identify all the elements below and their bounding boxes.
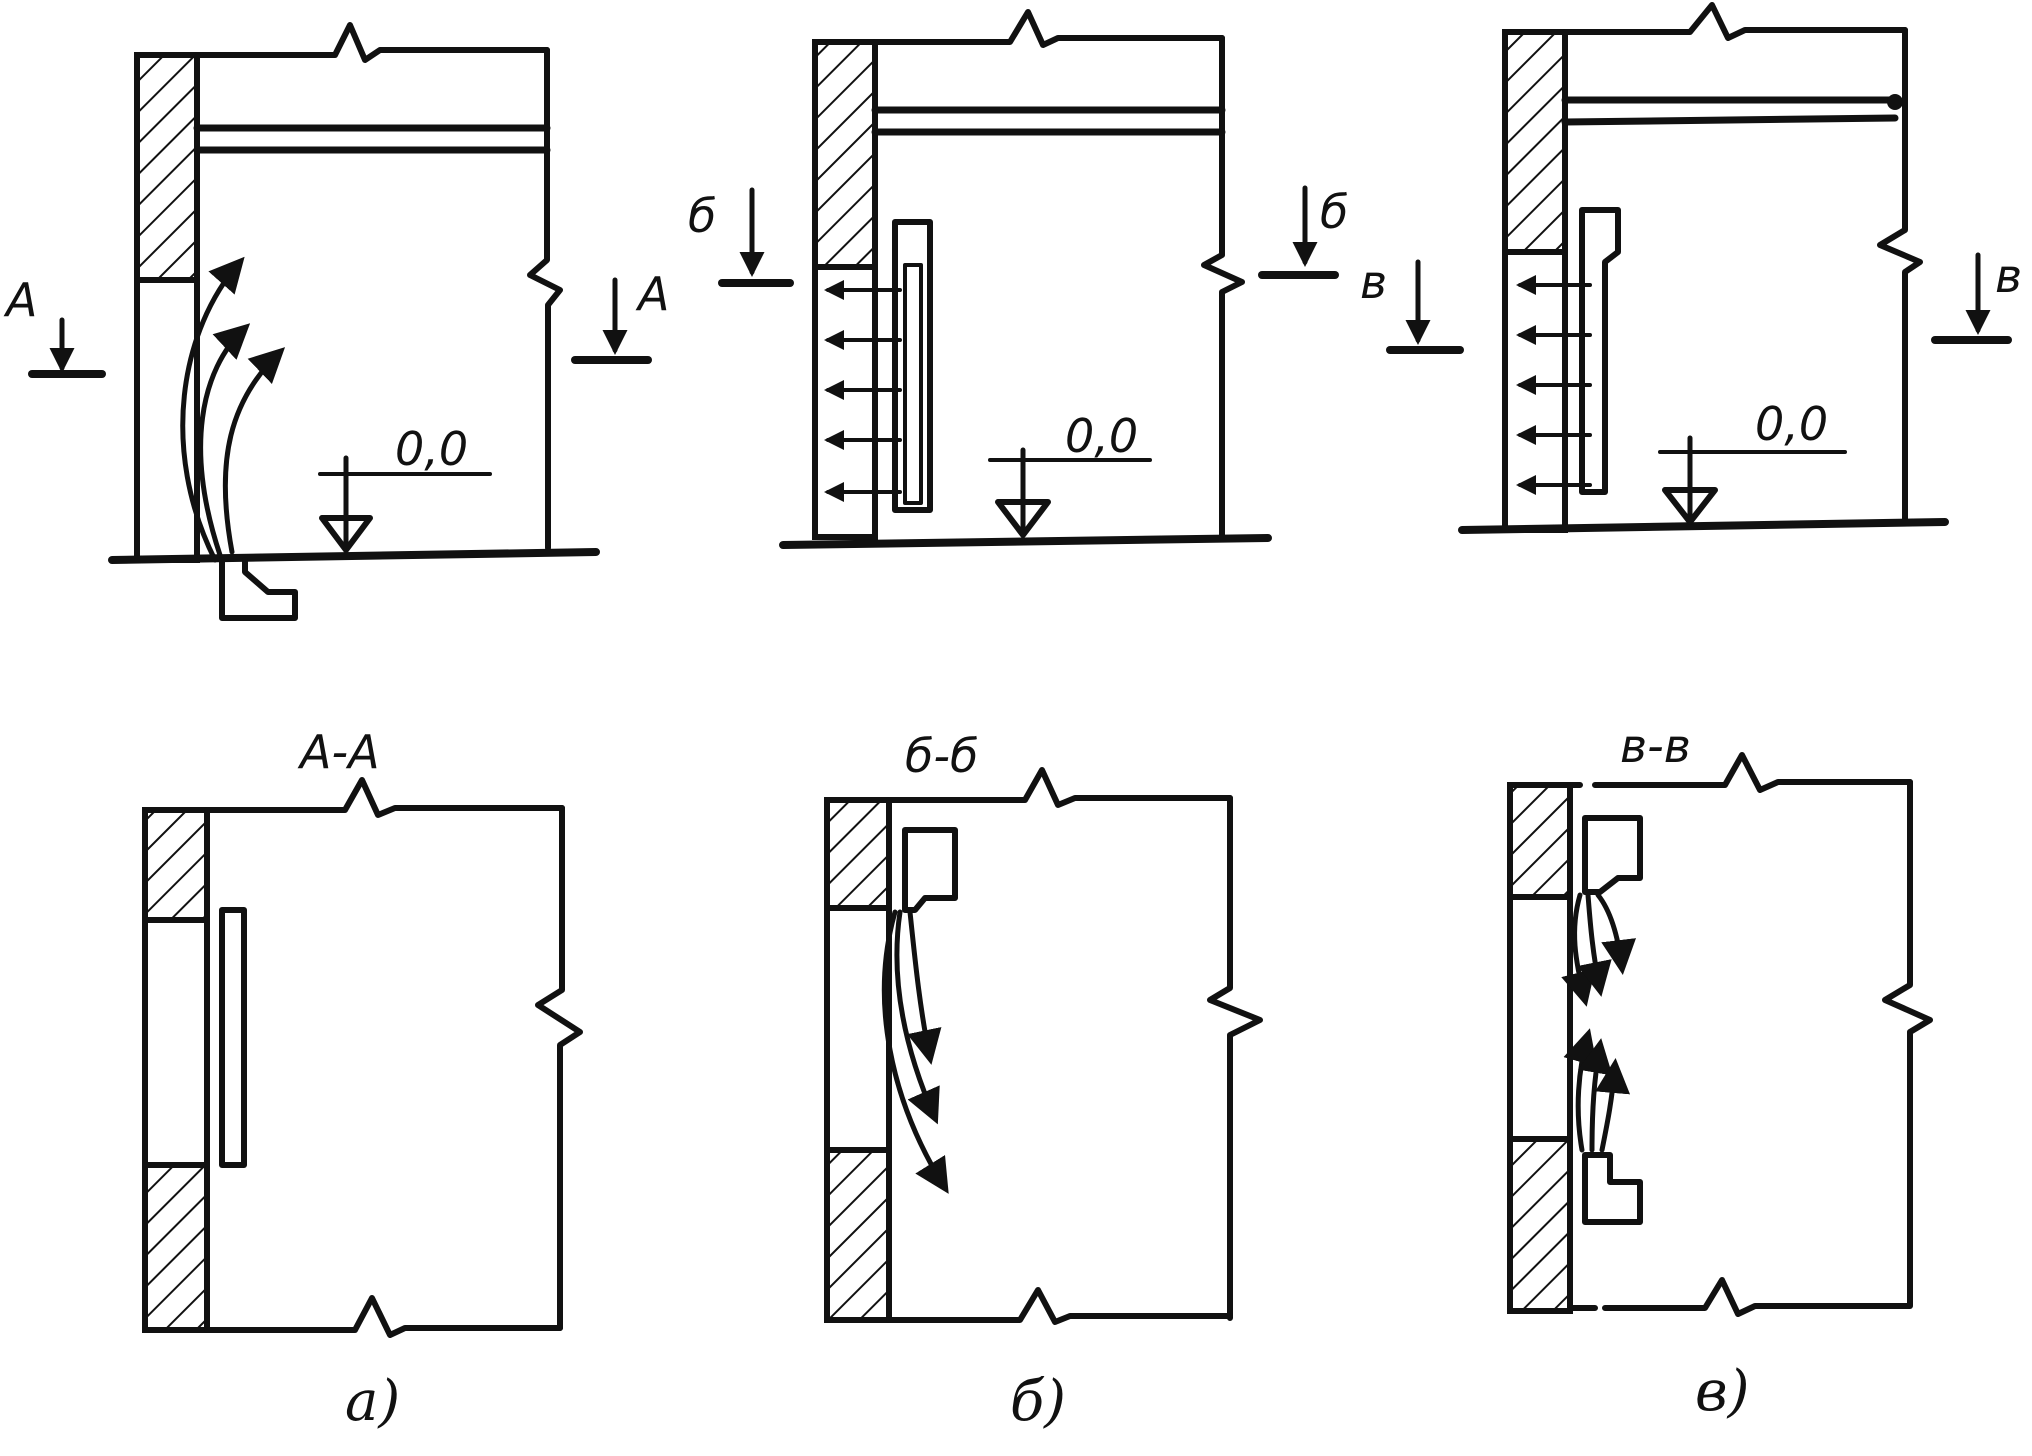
panel-v-level-label: 0,0 — [1755, 397, 1828, 451]
wall-hatch — [1502, 29, 1568, 255]
panel-v-cut-mark-right: в — [1995, 249, 2022, 303]
window-opening — [824, 905, 892, 1153]
panel-v-caption: в) — [1695, 1359, 1749, 1424]
panel-b-section — [824, 767, 1263, 1325]
window-opening — [134, 277, 200, 563]
panel-b-cut-mark-left: б — [688, 189, 716, 243]
panel-a-level-label: 0,0 — [395, 422, 468, 476]
wall-hatch — [134, 52, 200, 283]
panel-v-elevation — [1386, 2, 2012, 534]
panel-a-section-title: А-А — [297, 725, 380, 779]
panel-v-section — [1507, 752, 1933, 1317]
wall-hatch — [1507, 1136, 1573, 1314]
panel-a-cut-mark-left: А — [3, 273, 37, 327]
wall-hatch — [1507, 782, 1573, 900]
panel-b-cut-mark-right: б — [1320, 185, 1348, 239]
panel-v-section-title: в-в — [1620, 719, 1691, 773]
wall-hatch — [824, 797, 892, 911]
panel-b-section-title: б-б — [905, 729, 978, 783]
wall-hatch — [142, 807, 210, 923]
wall-hatch — [812, 39, 878, 270]
panel-a-section — [142, 777, 583, 1338]
panel-a-elevation — [28, 22, 652, 621]
panel-v-cut-mark-left: в — [1360, 255, 1387, 309]
window-opening — [1502, 249, 1568, 533]
window-opening — [1507, 894, 1573, 1142]
panel-a-cut-mark-right: А — [635, 267, 669, 321]
wall-hatch — [142, 1162, 210, 1333]
window-opening — [142, 917, 210, 1168]
panel-b-caption: б) — [1010, 1369, 1066, 1434]
window-opening — [812, 264, 878, 540]
panel-b-elevation — [718, 9, 1339, 549]
panel-a-caption: а) — [345, 1369, 400, 1434]
wall-hatch — [824, 1147, 892, 1323]
panel-b-level-label: 0,0 — [1065, 409, 1138, 463]
